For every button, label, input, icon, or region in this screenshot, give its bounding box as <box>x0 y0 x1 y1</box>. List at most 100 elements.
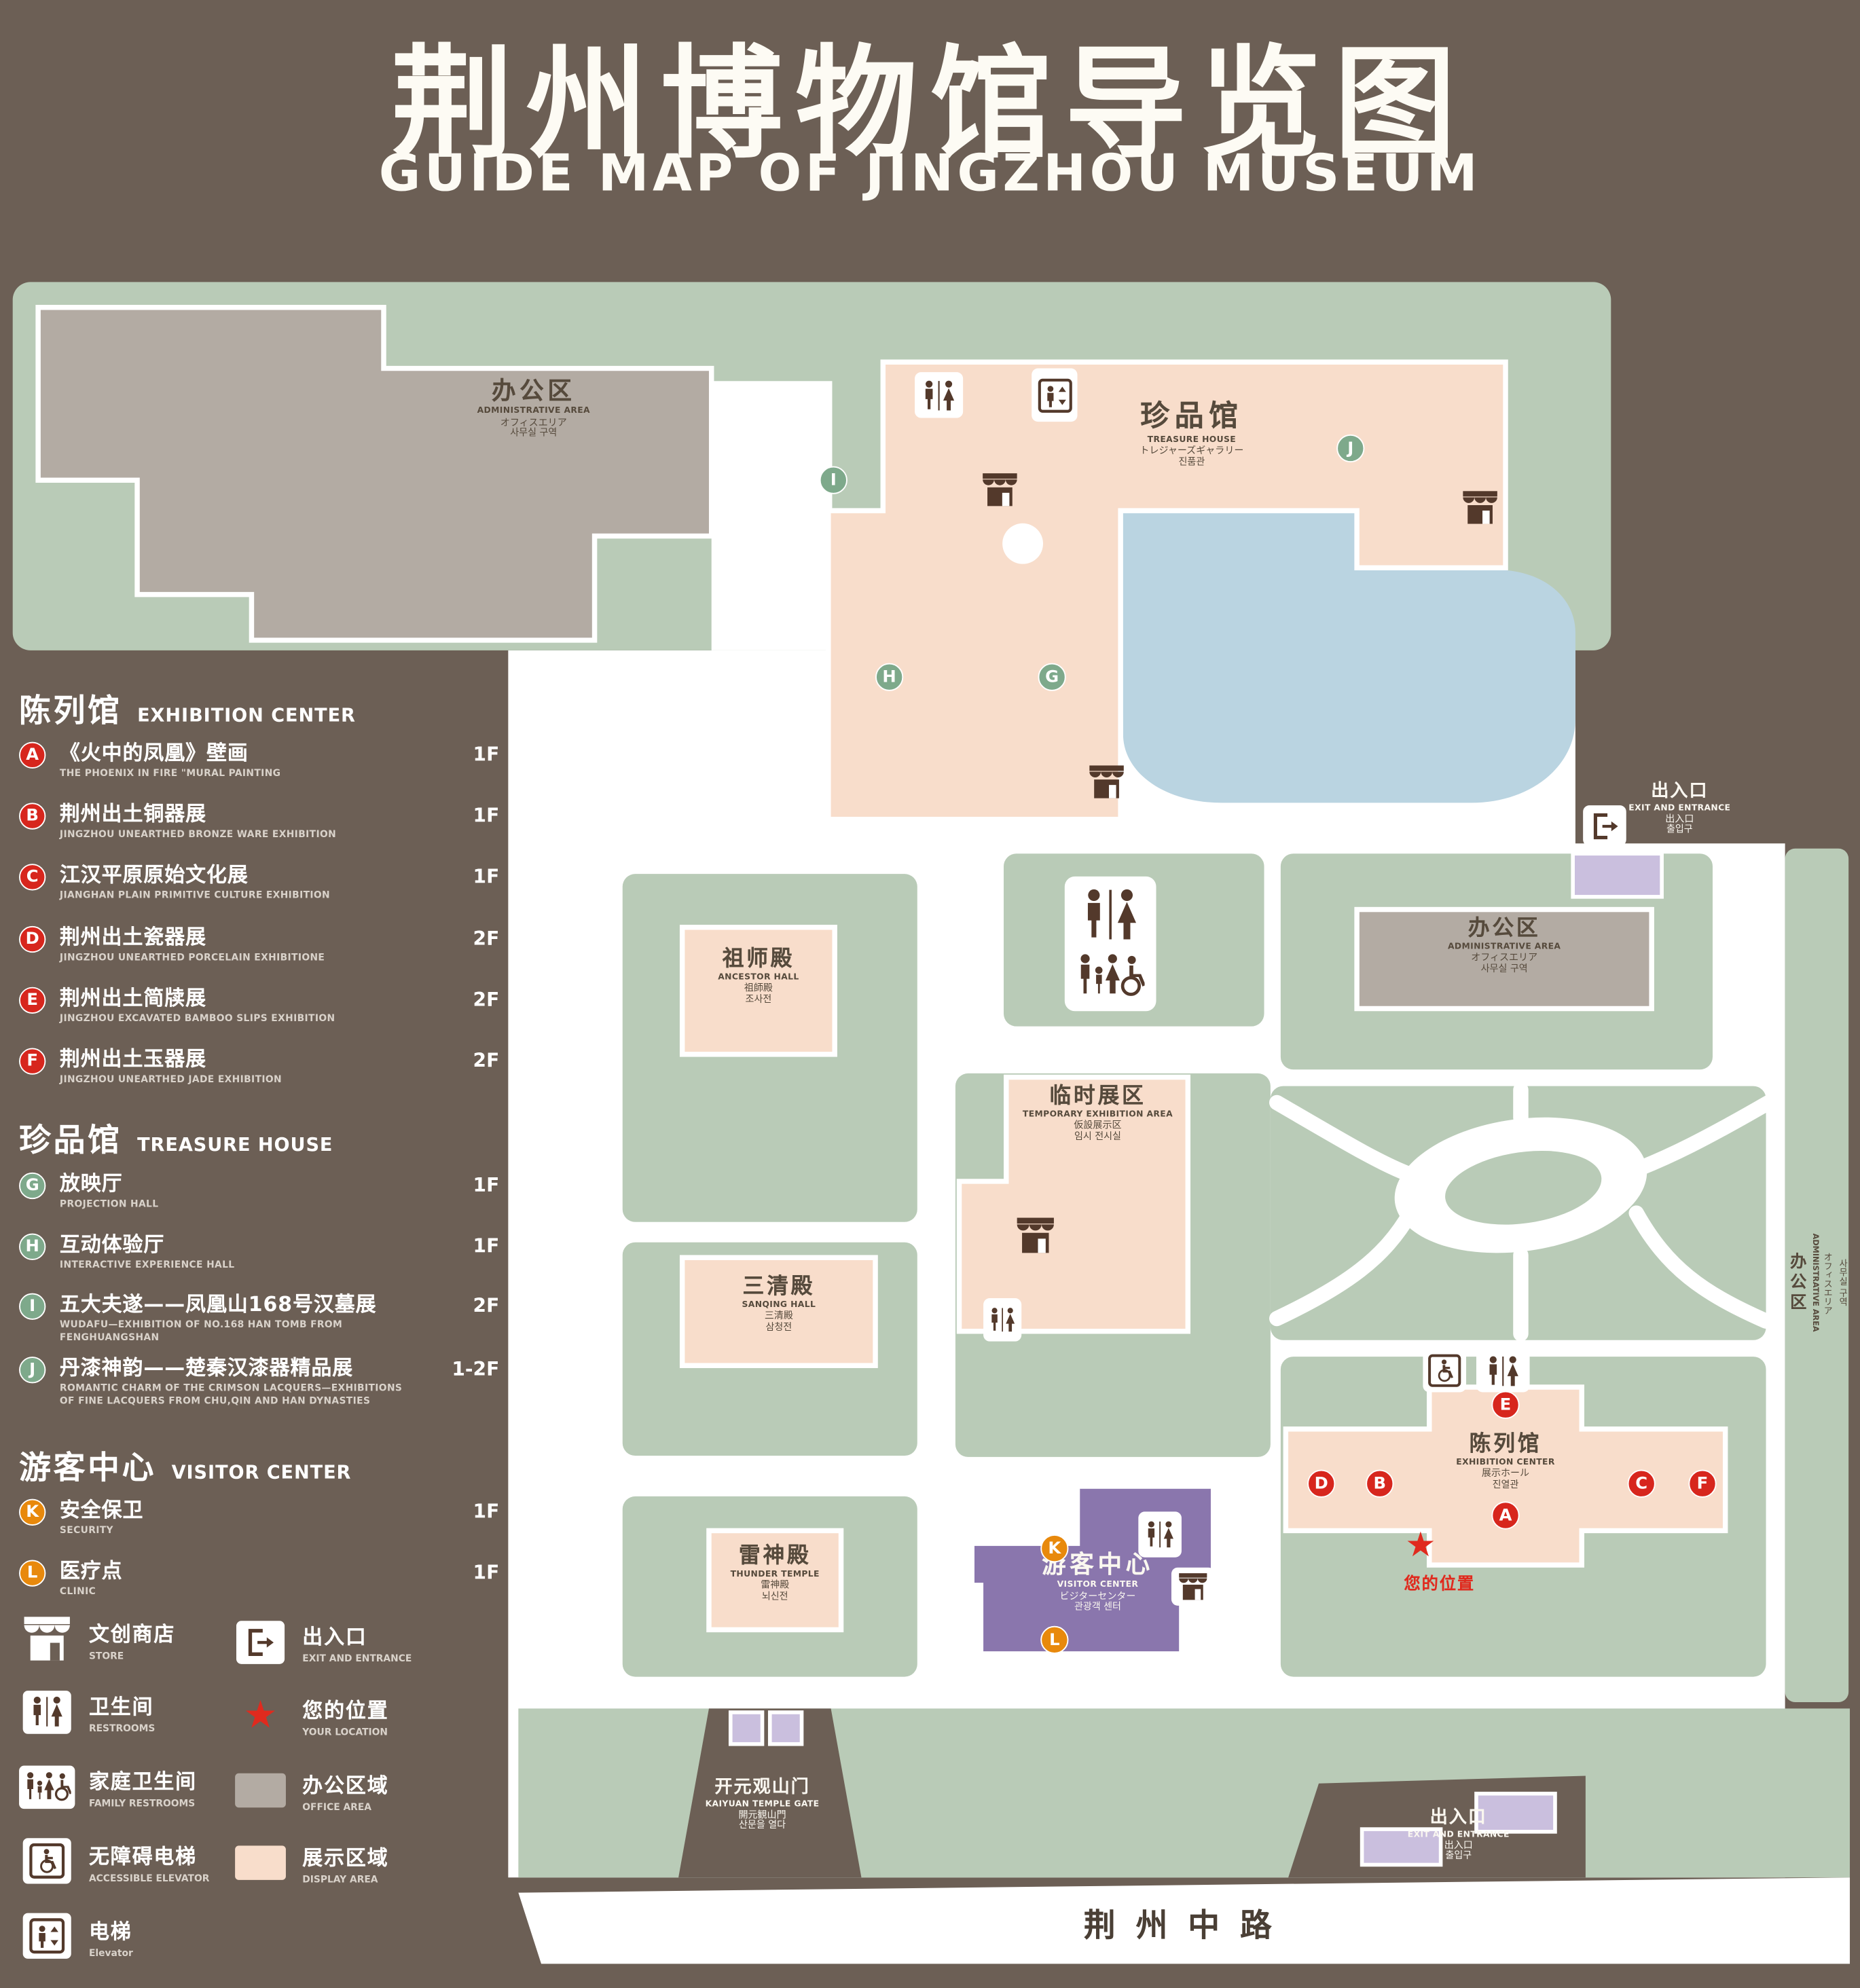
road-name: 荆州中路 <box>1083 1907 1292 1944</box>
thunder-temple-building <box>706 1528 844 1633</box>
map-marker-D: D <box>1307 1469 1336 1498</box>
marker-badge-J: J <box>19 1357 46 1384</box>
marker-badge-B: B <box>19 803 46 830</box>
your-location-star-icon: ★ <box>1405 1525 1436 1565</box>
item-en: JINGZHOU UNEARTHED BRONZE WARE EXHIBITIO… <box>59 828 337 841</box>
pond-platform <box>1002 523 1044 564</box>
poster-title: 荆州博物馆导览图 <box>391 33 1469 176</box>
gate-gap <box>678 1708 862 1878</box>
marker-badge-H: H <box>19 1233 46 1260</box>
item-floor: 1-2F <box>452 1357 500 1381</box>
legend-symbol-elevator: 电梯 Elevator <box>19 1913 133 1959</box>
accessible-elevator-icon <box>22 1838 71 1884</box>
legend-item-E: E 荆州出土简牍展 JINGZHOU EXCAVATED BAMBOO SLIP… <box>19 985 500 1025</box>
legend-item-L: L 医疗点 CLINIC 1F <box>19 1558 500 1598</box>
store-icon <box>19 1616 75 1661</box>
legend-symbol-store: 文创商店 STORE <box>19 1616 175 1661</box>
item-zh: 江汉平原原始文化展 <box>59 862 249 887</box>
legend-symbol-accessible-elevator: 无障碍电梯 ACCESSIBLE ELEVATOR <box>19 1838 209 1884</box>
item-zh: 医疗点 <box>59 1558 123 1583</box>
elevator-icon <box>22 1913 71 1959</box>
item-zh: 荆州出土瓷器展 <box>59 925 207 949</box>
legend-item-F: F 荆州出土玉器展 JINGZHOU UNEARTHED JADE EXHIBI… <box>19 1047 499 1086</box>
admin-building-north <box>35 305 714 643</box>
item-en: JINGZHOU UNEARTHED JADE EXHIBITION <box>59 1073 282 1086</box>
legend-item-I: I 五大夫遂——凤凰山168号汉墓展 WUDAFU—EXHIBITION OF … <box>19 1292 499 1344</box>
marker-badge-I: I <box>19 1293 46 1320</box>
legend-item-K: K 安全保卫 SECURITY 1F <box>19 1498 499 1537</box>
garden-paths <box>1269 1082 1776 1342</box>
legend-symbol-family-restroom: 家庭卫生间 FAMILY RESTROOMS <box>19 1765 197 1809</box>
item-zh: 放映厅 <box>59 1171 123 1196</box>
item-en: JINGZHOU EXCAVATED BAMBOO SLIPS EXHIBITI… <box>59 1012 335 1025</box>
restroom-icon <box>1138 1511 1182 1558</box>
office-area-swatch <box>235 1773 286 1808</box>
item-floor: 1F <box>473 865 500 888</box>
exit-icon <box>1583 805 1626 847</box>
item-zh: 《火中的凤凰》壁画 <box>59 740 249 765</box>
section-title-en: TREASURE HOUSE <box>137 1135 333 1156</box>
item-floor: 2F <box>473 927 500 951</box>
family-restroom-icon <box>1075 950 1146 1001</box>
elevator-icon <box>1032 368 1078 422</box>
accessible-elevator-icon <box>1423 1348 1467 1393</box>
section-title-en: VISITOR CENTER <box>171 1463 352 1484</box>
temporary-exhibition-building <box>956 1074 1191 1334</box>
item-zh: 丹漆神韵——楚秦汉漆器精品展 <box>59 1355 354 1380</box>
item-en: JINGZHOU UNEARTHED PORCELAIN EXHIBITIONE <box>59 952 325 963</box>
legend-symbol-restroom: 卫生间 RESTROOMS <box>19 1689 155 1734</box>
road-jingzhou-middle <box>518 1877 1850 1964</box>
marker-badge-K: K <box>19 1498 46 1526</box>
legend-symbol-office-area: 办公区域 OFFICE AREA <box>232 1768 388 1813</box>
marker-badge-F: F <box>19 1048 46 1075</box>
legend-item-B: B 荆州出土铜器展 JINGZHOU UNEARTHED BRONZE WARE… <box>19 802 500 841</box>
legend-symbol-your-location: ★ 您的位置 YOUR LOCATION <box>243 1692 389 1738</box>
legend-section-treasure-house: 珍品馆 TREASURE HOUSE <box>19 1116 333 1161</box>
grounds-east-strip <box>1785 848 1849 1703</box>
restroom-icon <box>1476 1348 1530 1393</box>
map-marker-J: J <box>1336 434 1365 463</box>
map-marker-E: E <box>1491 1391 1520 1419</box>
poster-subtitle: GUIDE MAP OF JINGZHOU MUSEUM <box>378 145 1482 204</box>
map-marker-G: G <box>1038 663 1066 691</box>
map-marker-H: H <box>875 663 904 691</box>
map-marker-K: K <box>1040 1534 1069 1563</box>
item-en: CLINIC <box>59 1585 96 1598</box>
item-floor: 2F <box>473 988 500 1012</box>
map-marker-A: A <box>1491 1501 1520 1530</box>
item-en: PROJECTION HALL <box>59 1198 159 1210</box>
entrance-structures <box>728 851 1664 1867</box>
store-icon <box>1087 765 1125 799</box>
map-marker-B: B <box>1366 1469 1394 1498</box>
item-floor: 1F <box>473 804 500 827</box>
item-en: THE PHOENIX IN FIRE "MURAL PAINTING <box>59 767 281 779</box>
section-title-zh: 游客中心 <box>19 1449 157 1486</box>
item-en: WUDAFU—EXHIBITION OF NO.168 HAN TOMB FRO… <box>59 1319 343 1343</box>
restroom-icon <box>22 1690 71 1733</box>
legend-symbol-exit: 出入口 EXIT AND ENTRANCE <box>232 1619 412 1664</box>
legend-section-visitor-center: 游客中心 VISITOR CENTER <box>19 1443 351 1488</box>
legend-symbol-display-area: 展示区域 DISPLAY AREA <box>232 1841 388 1885</box>
item-floor: 1F <box>473 1561 500 1585</box>
item-floor: 1F <box>473 743 500 767</box>
item-zh: 荆州出土简牍展 <box>59 985 207 1010</box>
legend-item-A: A 《火中的凤凰》壁画 THE PHOENIX IN FIRE "MURAL P… <box>19 740 500 780</box>
map-marker-F: F <box>1688 1469 1717 1498</box>
sanqing-hall-building <box>679 1255 878 1368</box>
pond <box>1120 511 1575 803</box>
restroom-icon <box>983 1298 1022 1342</box>
legend-item-D: D 荆州出土瓷器展 JINGZHOU UNEARTHED PORCELAIN E… <box>19 925 500 964</box>
section-title-en: EXHIBITION CENTER <box>137 706 356 727</box>
admin-building-mid <box>1354 906 1654 1012</box>
